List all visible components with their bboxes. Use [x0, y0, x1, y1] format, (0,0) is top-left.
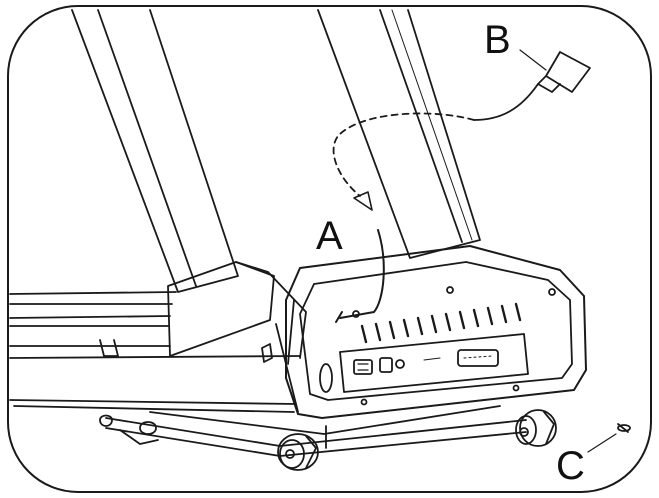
screw-icon — [617, 423, 631, 433]
rear-roller-frame — [99, 405, 527, 457]
treadmill-deck — [9, 291, 301, 413]
leader-line-c — [587, 433, 617, 453]
console-cable-plug-icon — [473, 49, 591, 121]
routing-arrow — [332, 112, 475, 211]
right-wheel — [515, 409, 557, 447]
left-upright-post — [71, 9, 239, 293]
frame-border — [7, 5, 652, 493]
housing-screw — [360, 398, 368, 406]
callout-b: B — [484, 18, 511, 62]
motor-cover — [285, 245, 587, 419]
console-wire-a — [335, 229, 385, 323]
connector-panel — [319, 333, 529, 393]
left-wheel — [277, 433, 319, 471]
vent-grille — [360, 302, 522, 344]
callout-c: C — [556, 444, 585, 488]
housing-screw — [512, 384, 520, 392]
callout-a: A — [316, 214, 343, 258]
